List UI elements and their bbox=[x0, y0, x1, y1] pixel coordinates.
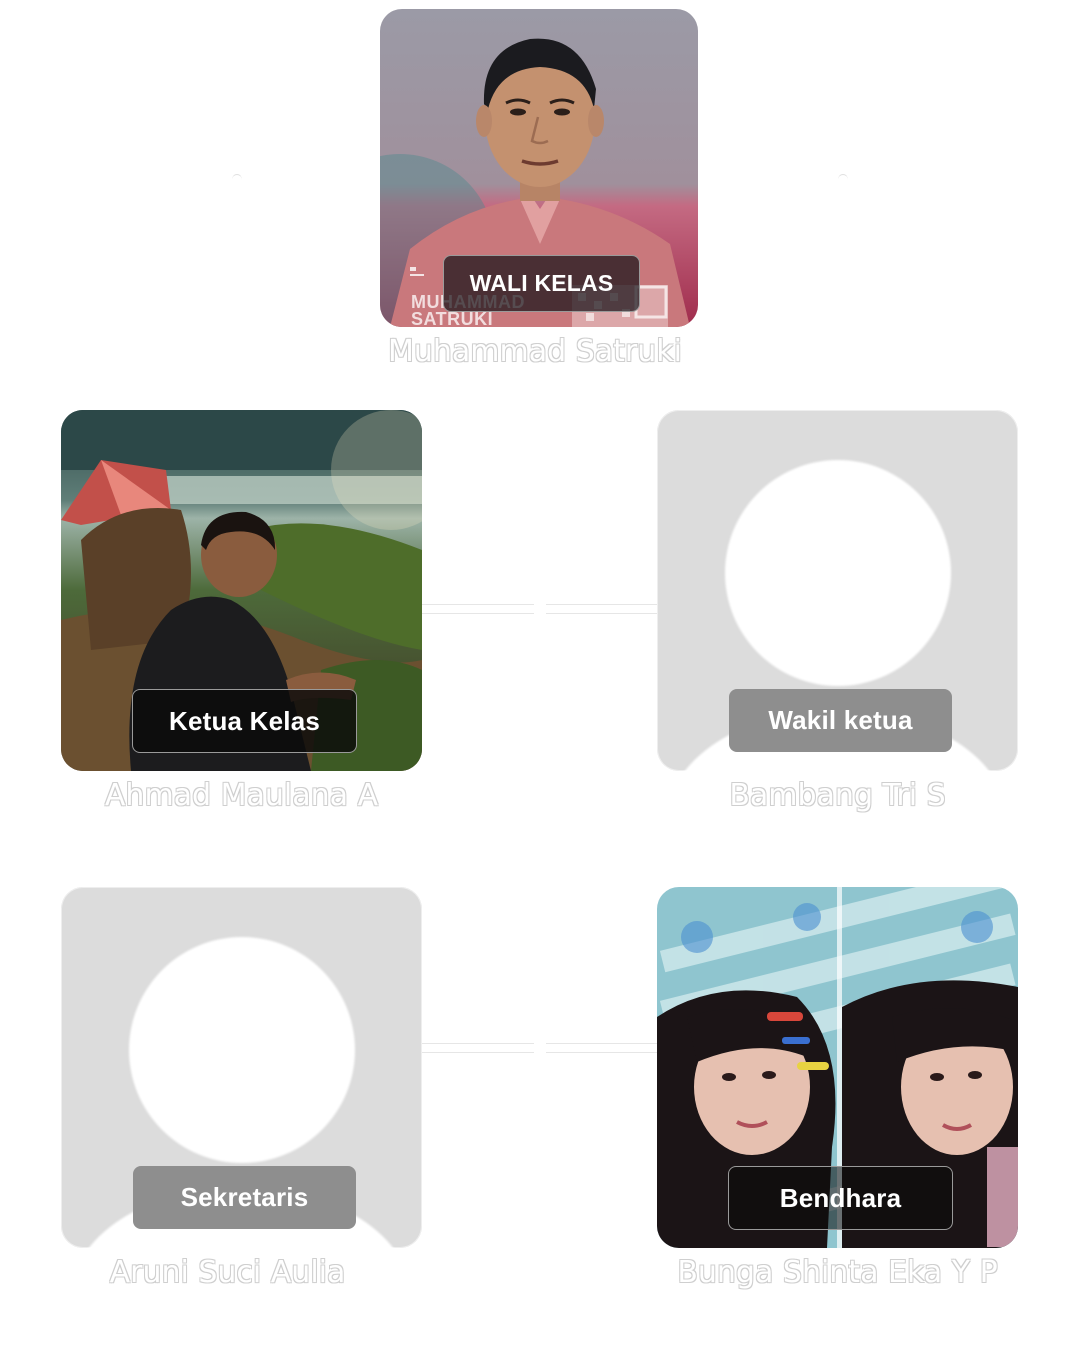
sekretaris-photo[interactable] bbox=[61, 887, 422, 1248]
ketua-kelas-badge: Ketua Kelas bbox=[132, 689, 357, 753]
wali-kelas-badge-label: WALI KELAS bbox=[469, 270, 614, 296]
bendhara-name: Bunga Shinta Eka Y P bbox=[677, 1255, 998, 1290]
sekretaris-badge-label: Sekretaris bbox=[180, 1182, 309, 1212]
wali-kelas-badge: WALI KELAS bbox=[443, 255, 640, 312]
avatar-placeholder-head bbox=[725, 460, 951, 686]
id-card-line2: SATRUKI bbox=[411, 309, 494, 327]
wakil-ketua-badge: Wakil ketua bbox=[729, 689, 952, 752]
sekretaris-badge: Sekretaris bbox=[133, 1166, 356, 1229]
bendhara-badge: Bendhara bbox=[728, 1166, 953, 1230]
wakil-ketua-name: Bambang Tri S bbox=[729, 778, 946, 813]
connector-arc-left bbox=[232, 174, 242, 185]
ketua-kelas-badge-label: Ketua Kelas bbox=[168, 705, 321, 736]
connector-arc-right bbox=[838, 174, 848, 185]
bendhara-badge-label: Bendhara bbox=[779, 1182, 902, 1213]
wakil-ketua-badge-label: Wakil ketua bbox=[768, 705, 913, 735]
avatar-placeholder-head bbox=[129, 937, 355, 1163]
wali-kelas-name: Muhammad Satruki bbox=[388, 334, 682, 369]
ketua-kelas-name: Ahmad Maulana A bbox=[104, 778, 379, 813]
sekretaris-name: Aruni Suci Aulia bbox=[109, 1255, 346, 1290]
